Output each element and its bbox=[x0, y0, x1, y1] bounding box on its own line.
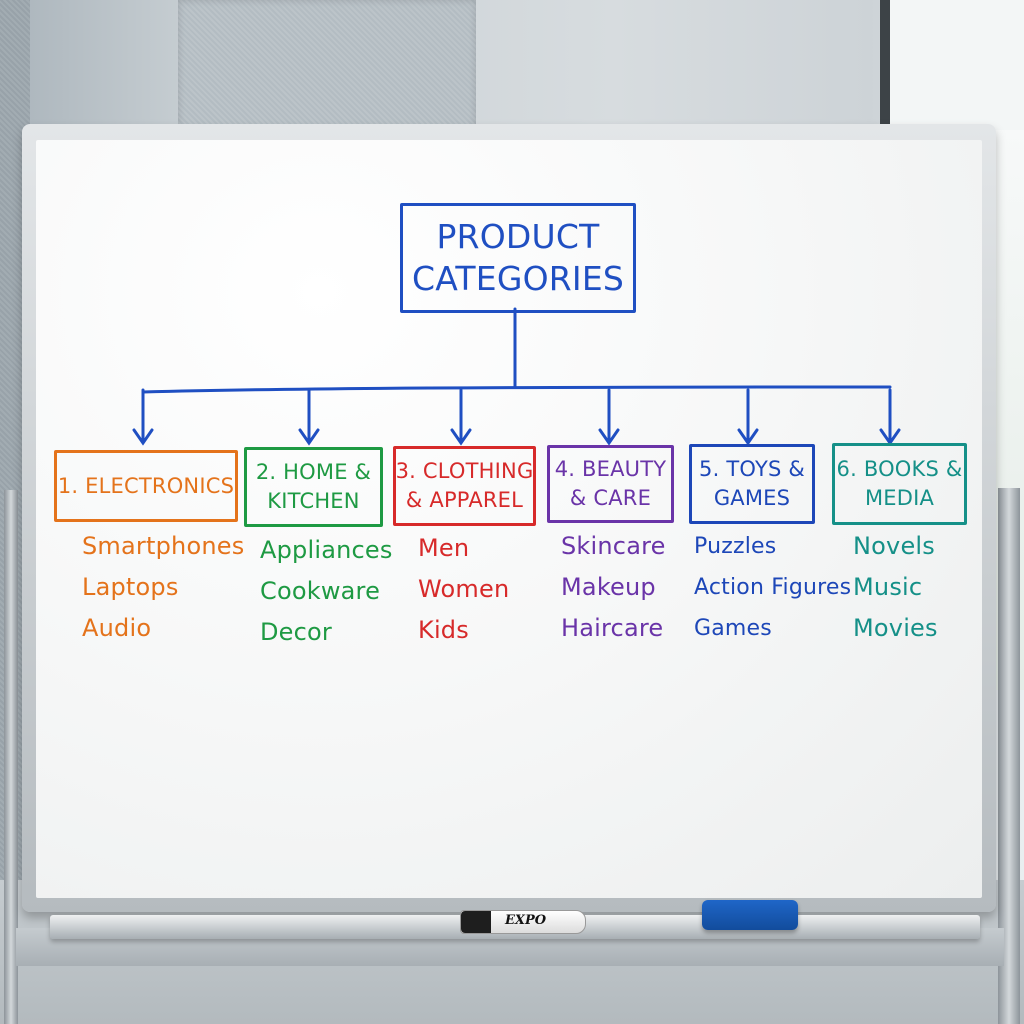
list-item: Makeup bbox=[561, 573, 656, 601]
arrow-head-2 bbox=[298, 428, 320, 446]
stand-leg-left bbox=[4, 490, 18, 1024]
category-label: 1. ELECTRONICS bbox=[57, 473, 235, 498]
list-item: Smartphones bbox=[82, 532, 245, 560]
category-box-beauty-care: 4. BEAUTY & CARE bbox=[547, 445, 674, 523]
title-box: PRODUCT CATEGORIES bbox=[400, 203, 636, 313]
list-item: Movies bbox=[853, 614, 938, 642]
branch-line bbox=[141, 385, 892, 394]
item-list-books-media: Novels Music Movies bbox=[853, 526, 938, 649]
list-item: Music bbox=[853, 573, 923, 601]
list-item: Games bbox=[694, 616, 772, 641]
title-line-1: PRODUCT bbox=[436, 217, 600, 256]
category-box-home-kitchen: 2. HOME & KITCHEN bbox=[244, 447, 383, 527]
item-list-clothing-apparel: Men Women Kids bbox=[418, 528, 509, 651]
list-item: Cookware bbox=[260, 577, 381, 605]
list-item: Decor bbox=[260, 618, 332, 646]
category-box-clothing-apparel: 3. CLOTHING & APPAREL bbox=[393, 446, 536, 526]
category-box-books-media: 6. BOOKS & MEDIA bbox=[832, 443, 967, 525]
stand-leg-right bbox=[998, 488, 1020, 1024]
list-item: Women bbox=[418, 575, 510, 603]
list-item: Audio bbox=[82, 614, 152, 642]
category-label: 2. HOME & bbox=[255, 460, 372, 484]
category-label-line-2: MEDIA bbox=[864, 486, 935, 510]
category-label-line-2: KITCHEN bbox=[267, 489, 360, 513]
list-item: Men bbox=[418, 534, 470, 562]
category-label: 3. CLOTHING bbox=[395, 459, 534, 483]
list-item: Haircare bbox=[561, 614, 664, 642]
item-list-electronics: Smartphones Laptops Audio bbox=[82, 526, 244, 649]
category-box-electronics: 1. ELECTRONICS bbox=[54, 450, 238, 522]
item-list-beauty-care: Skincare Makeup Haircare bbox=[561, 526, 666, 649]
title-line-2: CATEGORIES bbox=[411, 259, 625, 298]
category-label-line-2: GAMES bbox=[713, 486, 791, 510]
item-list-home-kitchen: Appliances Cookware Decor bbox=[260, 530, 393, 653]
list-item: Puzzles bbox=[694, 534, 777, 559]
arrow-head-4 bbox=[598, 428, 620, 446]
arrow-head-1 bbox=[132, 428, 154, 446]
arrow-head-3 bbox=[450, 428, 472, 446]
acoustic-panel bbox=[178, 0, 476, 132]
list-item: Appliances bbox=[260, 536, 393, 564]
dry-erase-marker[interactable]: EXPO bbox=[460, 910, 586, 934]
list-item: Novels bbox=[853, 532, 935, 560]
category-box-toys-games: 5. TOYS & GAMES bbox=[689, 444, 815, 524]
category-label-line-2: & APPAREL bbox=[405, 488, 524, 512]
category-label: 4. BEAUTY bbox=[554, 457, 667, 481]
item-list-toys-games: Puzzles Action Figures Games bbox=[694, 526, 851, 649]
list-item: Action Figures bbox=[694, 575, 852, 600]
arrow-head-5 bbox=[737, 428, 759, 446]
whiteboard-eraser[interactable] bbox=[702, 900, 798, 930]
list-item: Kids bbox=[418, 616, 469, 644]
category-label: 5. TOYS & bbox=[699, 457, 805, 481]
category-label-line-2: & CARE bbox=[569, 486, 652, 510]
marker-brand-logo: EXPO bbox=[505, 913, 547, 928]
list-item: Skincare bbox=[561, 532, 666, 560]
category-label: 6. BOOKS & bbox=[836, 457, 963, 481]
list-item: Laptops bbox=[82, 573, 179, 601]
marker-cap bbox=[461, 911, 491, 933]
window bbox=[880, 0, 1024, 135]
